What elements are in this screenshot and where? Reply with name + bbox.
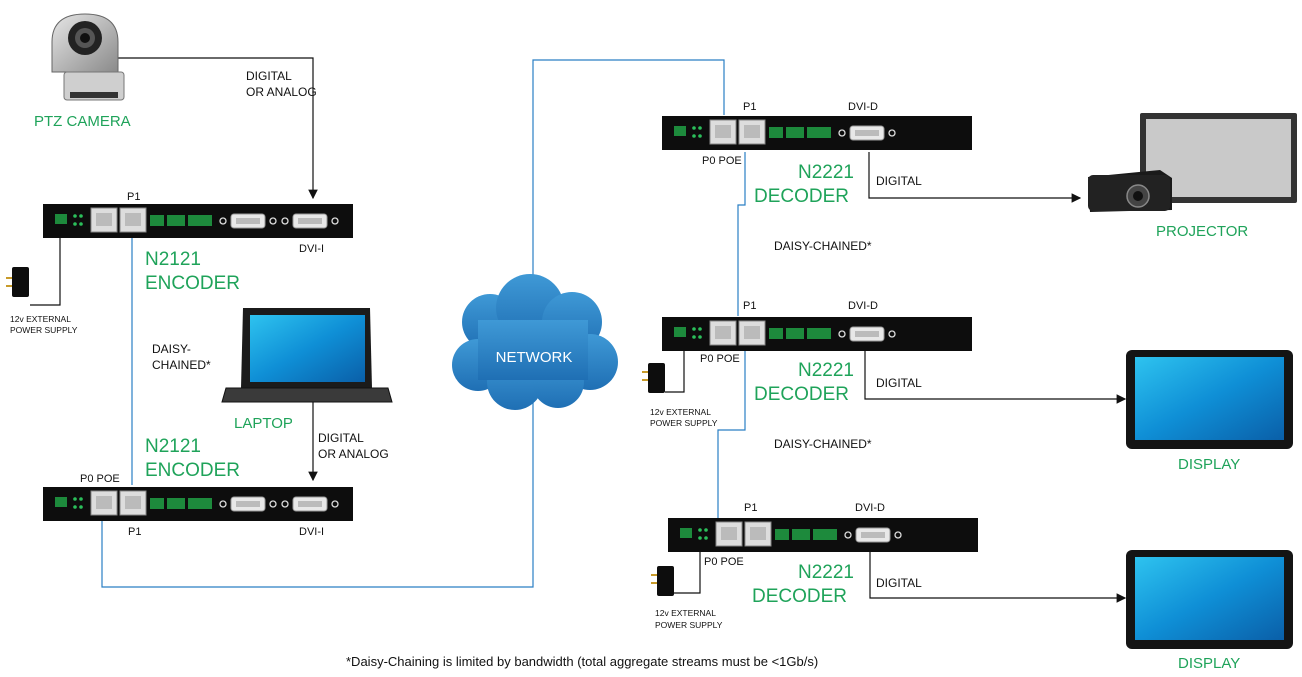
footnote: *Daisy-Chaining is limited by bandwidth …	[346, 654, 818, 669]
camera-signal-line-1: DIGITAL	[246, 69, 292, 83]
encoder-power-supply: 12v EXTERNAL POWER SUPPLY	[6, 267, 78, 335]
display-icon	[1126, 550, 1293, 649]
decoder-1-port-p1: P1	[743, 101, 756, 113]
camera-signal-line-2: OR ANALOG	[246, 85, 317, 99]
decoder-3-port-p1: P1	[744, 502, 757, 514]
decoder-daisy-label-2: DAISY-CHAINED*	[774, 437, 872, 451]
projector-cable	[868, 152, 1082, 203]
decoder-3-type: DECODER	[752, 586, 847, 607]
decoder-daisy-link-1	[737, 152, 746, 316]
decoder-1-port-poe: P0 POE	[702, 155, 742, 167]
display-2: DISPLAY	[1126, 550, 1293, 672]
encoder-power-cable	[30, 238, 61, 306]
decoder-3-power-line-2: POWER SUPPLY	[655, 620, 723, 630]
decoder-3-port-poe: P0 POE	[704, 556, 744, 568]
encoder-bottom-port-dvi: DVI-I	[299, 526, 324, 538]
network-label: NETWORK	[496, 349, 573, 366]
laptop-signal-line-1: DIGITAL	[318, 431, 364, 445]
cloud-icon	[452, 274, 618, 410]
encoder-top-port-p1: P1	[127, 191, 140, 203]
decoder-daisy-label-1: DAISY-CHAINED*	[774, 239, 872, 253]
decoder-3: P1 DVI-D P0 POE N2221 DECODER DIGITAL 12…	[651, 502, 979, 630]
decoder-3-port-dvi: DVI-D	[855, 502, 885, 514]
display-1-cable	[864, 350, 1127, 404]
laptop: LAPTOP DIGITAL OR ANALOG	[221, 308, 393, 461]
decoder-2-model: N2221	[798, 360, 854, 381]
projector-label: PROJECTOR	[1156, 223, 1248, 240]
decoder-2-power-line-1: 12v EXTERNAL	[650, 407, 711, 417]
power-adapter-icon	[648, 363, 665, 393]
decoder-2-power-line-2: POWER SUPPLY	[650, 418, 718, 428]
decoder-1: P1 DVI-D P0 POE N2221 DECODER DIGITAL	[661, 101, 973, 207]
decoder-2-port-poe: P0 POE	[700, 353, 740, 365]
encoder-top-model: N2121	[145, 249, 201, 270]
ptz-camera-icon	[51, 13, 125, 101]
decoder-2-signal: DIGITAL	[876, 376, 922, 390]
encoder-top-port-dvi: DVI-I	[299, 243, 324, 255]
display-icon	[1126, 350, 1293, 449]
decoder-1-signal: DIGITAL	[876, 174, 922, 188]
decoder-1-model: N2221	[798, 162, 854, 183]
decoder-2-type: DECODER	[754, 384, 849, 405]
laptop-signal-line-2: OR ANALOG	[318, 447, 389, 461]
projector-icon	[1088, 170, 1172, 212]
decoder-2-port-dvi: DVI-D	[848, 300, 878, 312]
decoder-3-model: N2221	[798, 562, 854, 583]
decoder-2: P1 DVI-D P0 POE N2221 DECODER DIGITAL 12…	[642, 300, 973, 428]
encoder-top: P1 DVI-I N2121 ENCODER	[42, 191, 354, 294]
decoder-2-power-cable	[665, 350, 685, 393]
display-2-cable	[869, 552, 1127, 603]
encoder-daisy-line-2: CHAINED*	[152, 358, 211, 372]
network-cloud: NETWORK	[452, 274, 618, 410]
encoder-daisy-line-1: DAISY-	[152, 342, 191, 356]
decoder-3-power-cable	[665, 552, 701, 594]
ptz-camera: PTZ CAMERA DIGITAL OR ANALOG	[34, 13, 317, 130]
display-2-label: DISPLAY	[1178, 655, 1240, 672]
power-adapter-icon	[12, 267, 29, 297]
power-adapter-icon	[657, 566, 674, 596]
decoder-2-port-p1: P1	[743, 300, 756, 312]
laptop-label: LAPTOP	[234, 415, 293, 432]
encoder-bottom-port-p1: P1	[128, 526, 141, 538]
decoder-3-signal: DIGITAL	[876, 576, 922, 590]
decoder-1-port-dvi: DVI-D	[848, 101, 878, 113]
encoder-bottom-port-poe: P0 POE	[80, 473, 120, 485]
encoder-power-line-2: POWER SUPPLY	[10, 325, 78, 335]
projector-screen-icon	[1140, 113, 1297, 203]
projector: PROJECTOR	[1088, 113, 1297, 240]
decoder-1-type: DECODER	[754, 186, 849, 207]
ptz-camera-label: PTZ CAMERA	[34, 113, 131, 130]
encoder-bottom-model: N2121	[145, 436, 201, 457]
encoder-bottom: N2121 ENCODER P0 POE P1 DVI-I	[42, 436, 354, 538]
encoder-top-type: ENCODER	[145, 273, 240, 294]
laptop-icon	[221, 308, 393, 403]
display-1: DISPLAY	[1126, 350, 1293, 473]
decoder-daisy-link-2	[717, 350, 746, 518]
decoder-3-power-line-1: 12v EXTERNAL	[655, 608, 716, 618]
camera-cable	[118, 57, 318, 200]
display-1-label: DISPLAY	[1178, 456, 1240, 473]
encoder-bottom-type: ENCODER	[145, 460, 240, 481]
encoder-power-line-1: 12v EXTERNAL	[10, 314, 71, 324]
